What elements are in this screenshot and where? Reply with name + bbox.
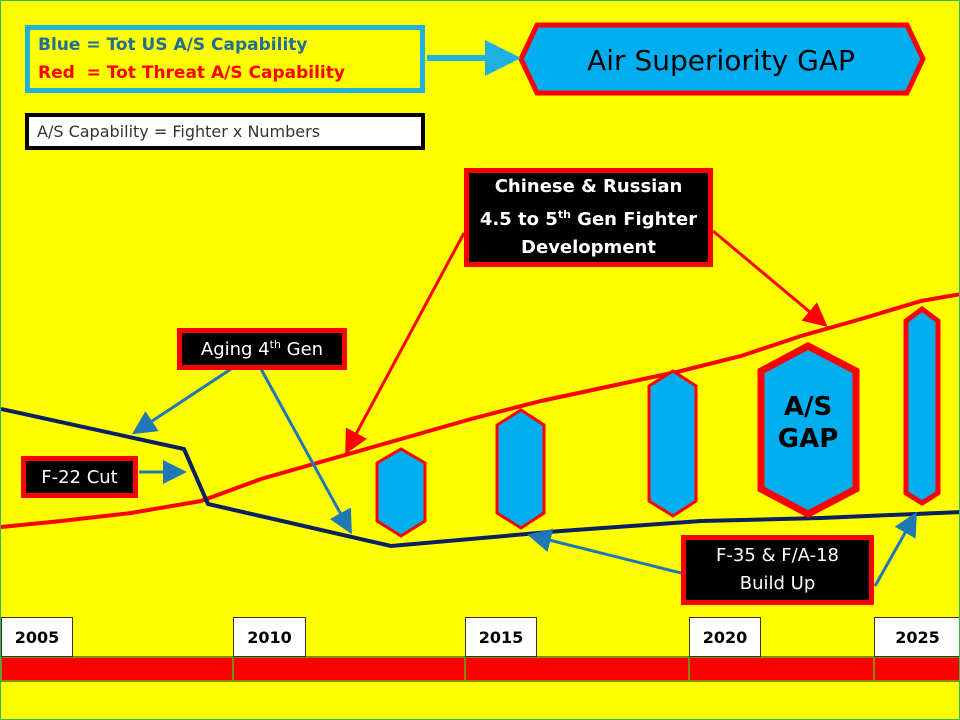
gap-hexagon-2015 [495,408,546,530]
gap-hexagon-2021 [757,342,860,518]
formula-box: A/S Capability = Fighter x Numbers [25,113,425,150]
chinese-arrow-left [345,232,466,455]
legend-blue: Blue = Tot US A/S Capability [38,35,308,55]
gap-hexagons [375,305,941,538]
year-label: 2025 [874,617,959,657]
year-label: 2015 [465,617,537,657]
f22-cut-callout: F-22 Cut [21,456,138,498]
threat-capability-line [1,292,959,529]
year-label: 2020 [689,617,761,657]
legend-red: Red = Tot Threat A/S Capability [38,63,345,83]
aging-arrow-right [259,368,352,535]
year-label: 2005 [1,617,73,657]
legend-box: Blue = Tot US A/S Capability Red = Tot T… [25,25,425,93]
callout-line: 4.5 to 5th Gen Fighter [479,208,698,230]
chinese-russian-callout: Chinese & Russian 4.5 to 5th Gen Fighter… [464,168,713,267]
us-capability-line [1,407,959,549]
chinese-arrow-right [712,229,828,327]
callout-line: Chinese & Russian [494,176,683,197]
aging-arrow-left [131,367,232,435]
aging-4th-gen-callout: Aging 4th Gen [177,328,347,370]
gap-hexagon-2018 [647,369,698,518]
f35-arrow-right [873,511,917,587]
timeline-bar [1,656,959,682]
gap-hexagon-2024 [903,305,941,506]
title-banner-shape [518,22,926,96]
year-label: 2010 [233,617,306,657]
page-title: Air Superiority GAP [587,43,855,77]
f35-arrow-left [527,528,682,575]
callout-line: Development [521,237,656,258]
gap-hexagon-2012 [375,447,427,538]
